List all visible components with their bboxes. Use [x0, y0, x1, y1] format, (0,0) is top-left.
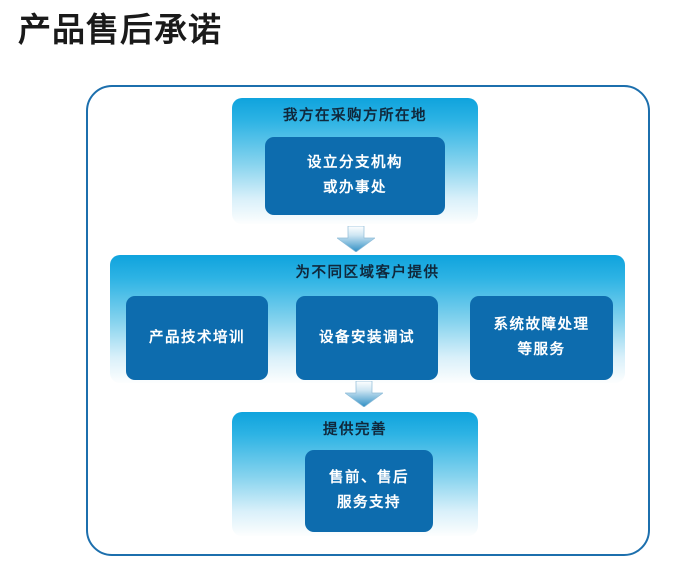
- stage-title-2: 为不同区域客户提供: [295, 265, 440, 281]
- page-title: 产品售后承诺: [18, 10, 222, 49]
- arrow-down-icon: [337, 226, 375, 252]
- card-support[interactable]: 售前、售后 服务支持: [305, 450, 433, 532]
- card-fault-line-1: 系统故障处理: [493, 317, 590, 333]
- card-fault[interactable]: 系统故障处理 等服务: [470, 296, 613, 380]
- card-install[interactable]: 设备安装调试: [296, 296, 438, 380]
- card-support-line-1: 售前、售后: [329, 470, 409, 486]
- arrow-down-icon: [345, 381, 383, 407]
- card-support-line-2: 服务支持: [337, 495, 401, 511]
- card-install-line-1: 设备安装调试: [319, 329, 415, 346]
- card-branch[interactable]: 设立分支机构 或办事处: [265, 137, 445, 215]
- stage-title-1: 我方在采购方所在地: [283, 108, 427, 124]
- card-training[interactable]: 产品技术培训: [126, 296, 268, 380]
- card-fault-line-2: 等服务: [517, 342, 566, 358]
- card-branch-line-1: 设立分支机构: [307, 155, 403, 171]
- card-training-line-1: 产品技术培训: [149, 329, 245, 346]
- stage-title-3: 提供完善: [323, 422, 387, 438]
- diagram-frame: [86, 85, 650, 556]
- card-branch-line-2: 或办事处: [323, 180, 387, 196]
